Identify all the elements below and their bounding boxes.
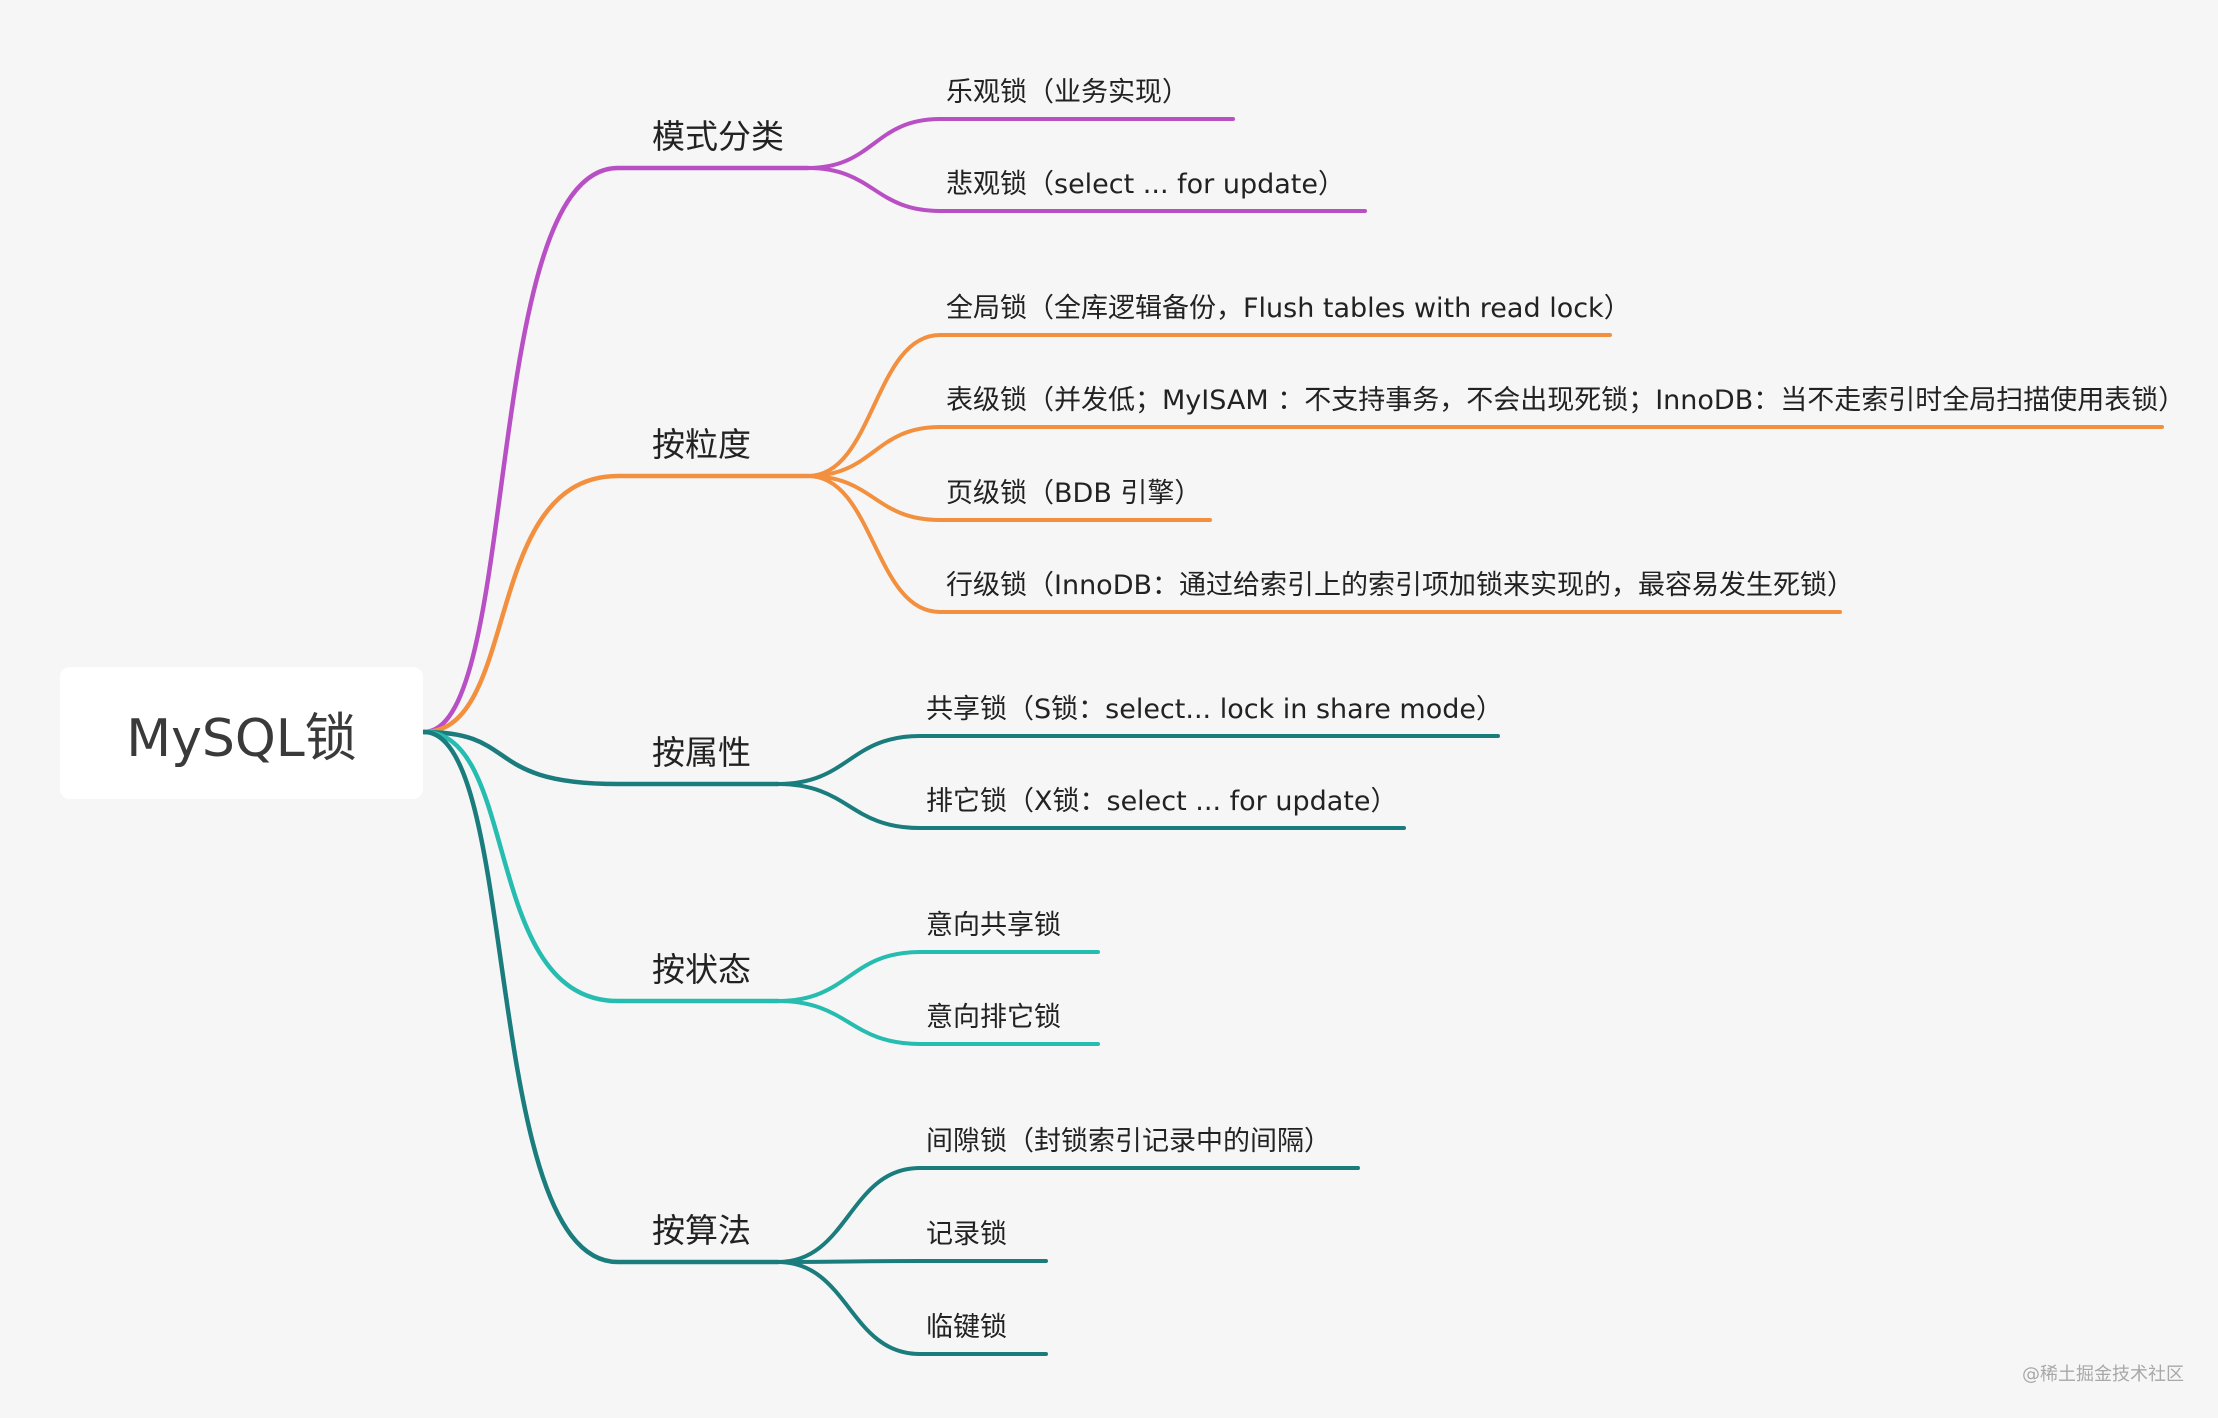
leaf-label[interactable]: 共享锁（S锁：select... lock in share mode） [926, 694, 1503, 725]
leaf-connector [776, 1166, 1360, 1264]
leaf-connector [776, 1260, 1048, 1356]
leaf-label[interactable]: 排它锁（X锁：select ... for update） [926, 786, 1398, 817]
leaf-connector [806, 474, 1212, 522]
branch-connector [421, 473, 811, 735]
leaf-connector [776, 734, 1500, 786]
leaf-label[interactable]: 乐观锁（业务实现） [946, 77, 1189, 108]
leaf-connector [776, 999, 1100, 1046]
leaf-label[interactable]: 全局锁（全库逻辑备份，Flush tables with read lock） [946, 293, 1631, 324]
branch-connector [421, 729, 781, 787]
leaf-label[interactable]: 意向排它锁 [926, 1002, 1061, 1033]
leaf-label[interactable]: 页级锁（BDB 引擎） [946, 478, 1202, 509]
leaf-label[interactable]: 临键锁 [926, 1312, 1007, 1343]
branch-label[interactable]: 按属性 [652, 733, 751, 772]
branch-label[interactable]: 按粒度 [652, 425, 751, 464]
leaf-connector [776, 1259, 1048, 1264]
root-node[interactable]: MySQL锁 [60, 667, 423, 799]
leaf-label[interactable]: 悲观锁（select ... for update） [946, 169, 1345, 200]
branch-connector [421, 729, 781, 1004]
watermark: @稀土掘金技术社区 [2022, 1364, 2184, 1385]
branch-label[interactable]: 模式分类 [652, 117, 784, 156]
leaf-connector [806, 166, 1367, 213]
leaf-connector [806, 333, 1612, 478]
leaf-label[interactable]: 行级锁（InnoDB：通过给索引上的索引项加锁来实现的，最容易发生死锁） [946, 570, 1855, 601]
leaf-connector [776, 782, 1406, 830]
leaf-connector [776, 950, 1100, 1003]
leaf-label[interactable]: 意向共享锁 [926, 910, 1061, 941]
leaf-label[interactable]: 记录锁 [926, 1219, 1007, 1250]
branch-label[interactable]: 按状态 [652, 950, 751, 989]
leaf-connector [806, 474, 1842, 614]
branch-connector [421, 729, 781, 1265]
branch-connector [421, 165, 811, 735]
root-label: MySQL锁 [126, 708, 357, 769]
leaf-connector [806, 117, 1235, 170]
branch-label[interactable]: 按算法 [652, 1211, 751, 1250]
leaf-label[interactable]: 间隙锁（封锁索引记录中的间隔） [926, 1126, 1331, 1157]
leaf-connector [806, 425, 2164, 478]
leaf-label[interactable]: 表级锁（并发低；MyISAM ：不支持事务，不会出现死锁；InnoDB：当不走索… [946, 385, 2186, 416]
